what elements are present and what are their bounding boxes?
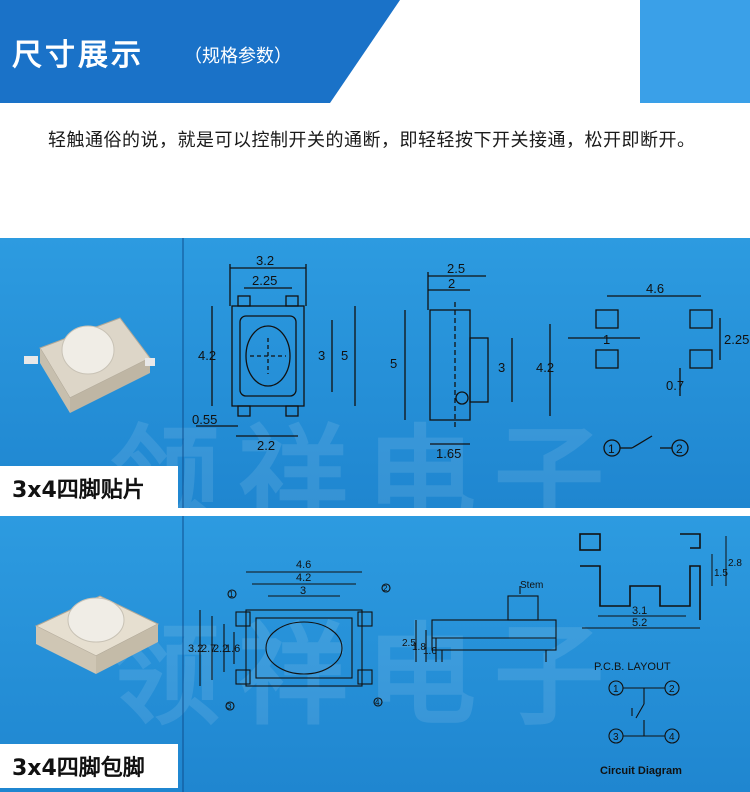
layout-pin-3: 3 (613, 732, 619, 743)
wrap-switch-photo (34, 595, 160, 674)
smd-pad-layout (568, 295, 721, 396)
pad-dim-h1: 1 (603, 332, 610, 347)
smd-dim-pad: 0.55 (192, 412, 217, 427)
pcb-layout-title: P.C.B. LAYOUT (594, 661, 671, 673)
pad-dim-span: 4.6 (646, 281, 664, 296)
circuit-pin-1: 1 (608, 442, 615, 456)
wrap-product-label: 3x4四脚包脚 (0, 744, 178, 788)
header-banner: 尺寸展示 （规格参数） (0, 0, 750, 103)
pcb-dim-w2: 5.2 (632, 617, 647, 629)
wrap-side-h1: 2.5 (402, 638, 416, 649)
description-text: 轻触通俗的说，就是可以控制开关的通断，即轻轻按下开关接通，松开即断开。 (48, 130, 696, 151)
top-pin-3: 3 (227, 702, 232, 711)
top-dim-h2: 2.7 (201, 643, 216, 655)
side-dim-h1: 5 (390, 356, 397, 371)
pcb-dim-h2: 2.8 (728, 558, 742, 569)
side-dim-w2: 2 (448, 276, 455, 291)
smd-dim-h1: 4.2 (198, 348, 216, 363)
watermark: 领祥电子 (110, 612, 622, 740)
section-title: 尺寸展示 (12, 38, 144, 73)
wrap-pcb-pads (579, 533, 727, 629)
wrap-side-h3: 1.6 (423, 646, 437, 657)
top-pin-4: 4 (375, 698, 380, 707)
smd-dim-w2: 2.25 (252, 273, 277, 288)
panel-wrap: 领祥电子 (0, 516, 750, 792)
watermark: 领祥电子 (110, 414, 622, 508)
pad-dim-h2: 2.25 (724, 332, 749, 347)
top-dim-h4: 1.6 (225, 643, 240, 655)
pcb-dim-h1: 1.5 (714, 568, 728, 579)
smd-dim-w1: 3.2 (256, 253, 274, 268)
side-dim-base: 1.65 (436, 446, 461, 461)
side-dim-h2: 3 (498, 360, 505, 375)
smd-product-label: 3x4四脚贴片 (0, 466, 178, 508)
side-stem-label: Stem (520, 580, 543, 591)
circuit-caption: Circuit Diagram (600, 765, 682, 777)
top-pin-1: 1 (229, 590, 234, 599)
layout-pin-4: 4 (669, 732, 675, 743)
smd-dim-h3: 5 (341, 348, 348, 363)
smd-side-view (404, 272, 551, 445)
wrap-top-view (199, 571, 391, 711)
pad-dim-h3: 0.7 (666, 378, 684, 393)
smd-switch-photo (24, 317, 155, 413)
header-graphic (0, 0, 750, 103)
wrap-circuit-diagram (608, 680, 680, 744)
smd-dim-h2: 3 (318, 348, 325, 363)
top-dim-h1: 3.2 (188, 643, 203, 655)
top-pin-2: 2 (383, 584, 388, 593)
layout-pin-2: 2 (669, 684, 675, 695)
smd-front-view (196, 264, 356, 437)
side-dim-w1: 2.5 (447, 261, 465, 276)
wrap-side-h2: 1.8 (412, 642, 426, 653)
panel-divider (0, 508, 750, 516)
smd-drawings: 3.2 2.25 4.2 3 5 0.55 2.2 2.5 2 5 3 4.2 … (24, 238, 749, 508)
panel-smd: 领祥电子 (0, 238, 750, 508)
smd-circuit-symbol (603, 435, 689, 457)
top-dim-w3: 3 (300, 585, 306, 597)
top-dim-w1: 4.6 (296, 559, 311, 571)
pcb-dim-w1: 3.1 (632, 605, 647, 617)
layout-pin-1: 1 (613, 684, 619, 695)
wrap-side-view (415, 586, 557, 662)
section-subtitle: （规格参数） (184, 46, 292, 67)
wrap-drawings: 4.6 4.2 3 3.2 2.7 2.2 1.6 1 2 3 4 Stem 2… (34, 516, 742, 792)
circuit-pin-2: 2 (676, 442, 683, 456)
side-dim-h3: 4.2 (536, 360, 554, 375)
smd-dim-pitch: 2.2 (257, 438, 275, 453)
top-dim-h3: 2.2 (213, 643, 228, 655)
top-dim-w2: 4.2 (296, 572, 311, 584)
